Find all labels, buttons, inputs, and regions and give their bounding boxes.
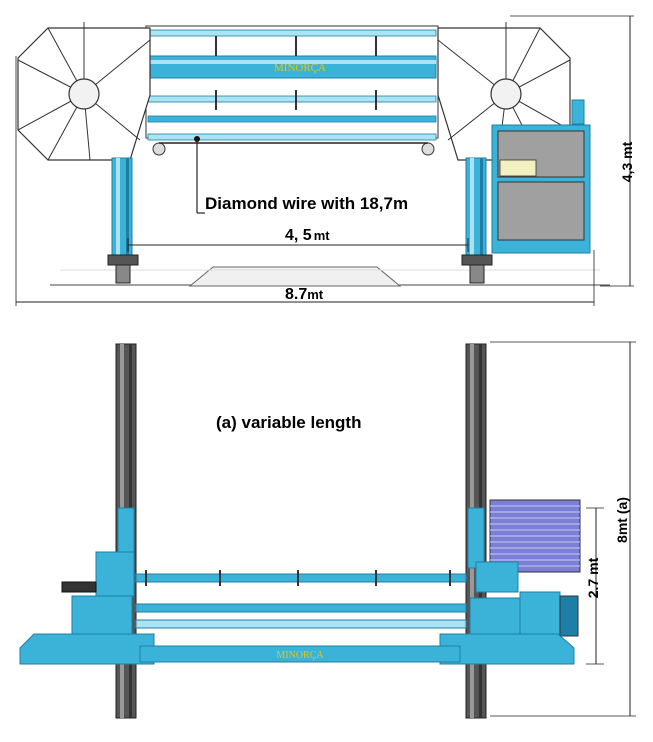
short-dim-label: 2.7 mt: [585, 557, 601, 599]
right-wire-pulley: [421, 142, 435, 156]
wire-label: Diamond wire with 18,7m: [205, 194, 409, 213]
height-label: 4,3 mt: [619, 141, 635, 183]
top-beam: MINORÇA: [145, 25, 439, 141]
height-dimension: [510, 15, 634, 287]
left-flywheel-housing: [17, 22, 151, 161]
short-dimension: [586, 507, 604, 665]
inner-span-value: 4, 5: [285, 227, 312, 244]
right-column: [461, 157, 493, 284]
left-flywheel-hub: [68, 78, 100, 110]
control-cabinet: [491, 99, 591, 254]
brand-logo-top: MINORÇA: [274, 62, 326, 74]
long-dimension: [490, 341, 636, 717]
left-wire-pulley: [152, 142, 166, 156]
ground-platform: [50, 266, 610, 287]
striped-panel: [489, 499, 581, 573]
right-carriage: [469, 561, 579, 643]
base-platform: MINORÇA: [19, 633, 575, 665]
inner-span-dimension: [127, 238, 469, 252]
inner-span-unit: mt: [313, 228, 330, 243]
plan-view: MINORÇA: [19, 341, 636, 719]
overall-width-label: 8.7mt: [285, 286, 323, 304]
front-elevation-view: MINORÇA: [15, 15, 634, 306]
left-column: [107, 157, 139, 284]
variable-length-label: (a) variable length: [216, 413, 362, 432]
left-carriage: [61, 551, 135, 637]
overall-width-value: 8.7: [285, 286, 308, 303]
cutting-beam: [135, 570, 467, 629]
overall-width-unit: mt: [307, 287, 324, 302]
brand-logo-bottom: MINORÇA: [276, 650, 324, 661]
right-flywheel-hub: [490, 78, 522, 110]
overall-width-dimension: [15, 56, 595, 306]
long-dim-label: 8mt (a): [614, 497, 630, 543]
